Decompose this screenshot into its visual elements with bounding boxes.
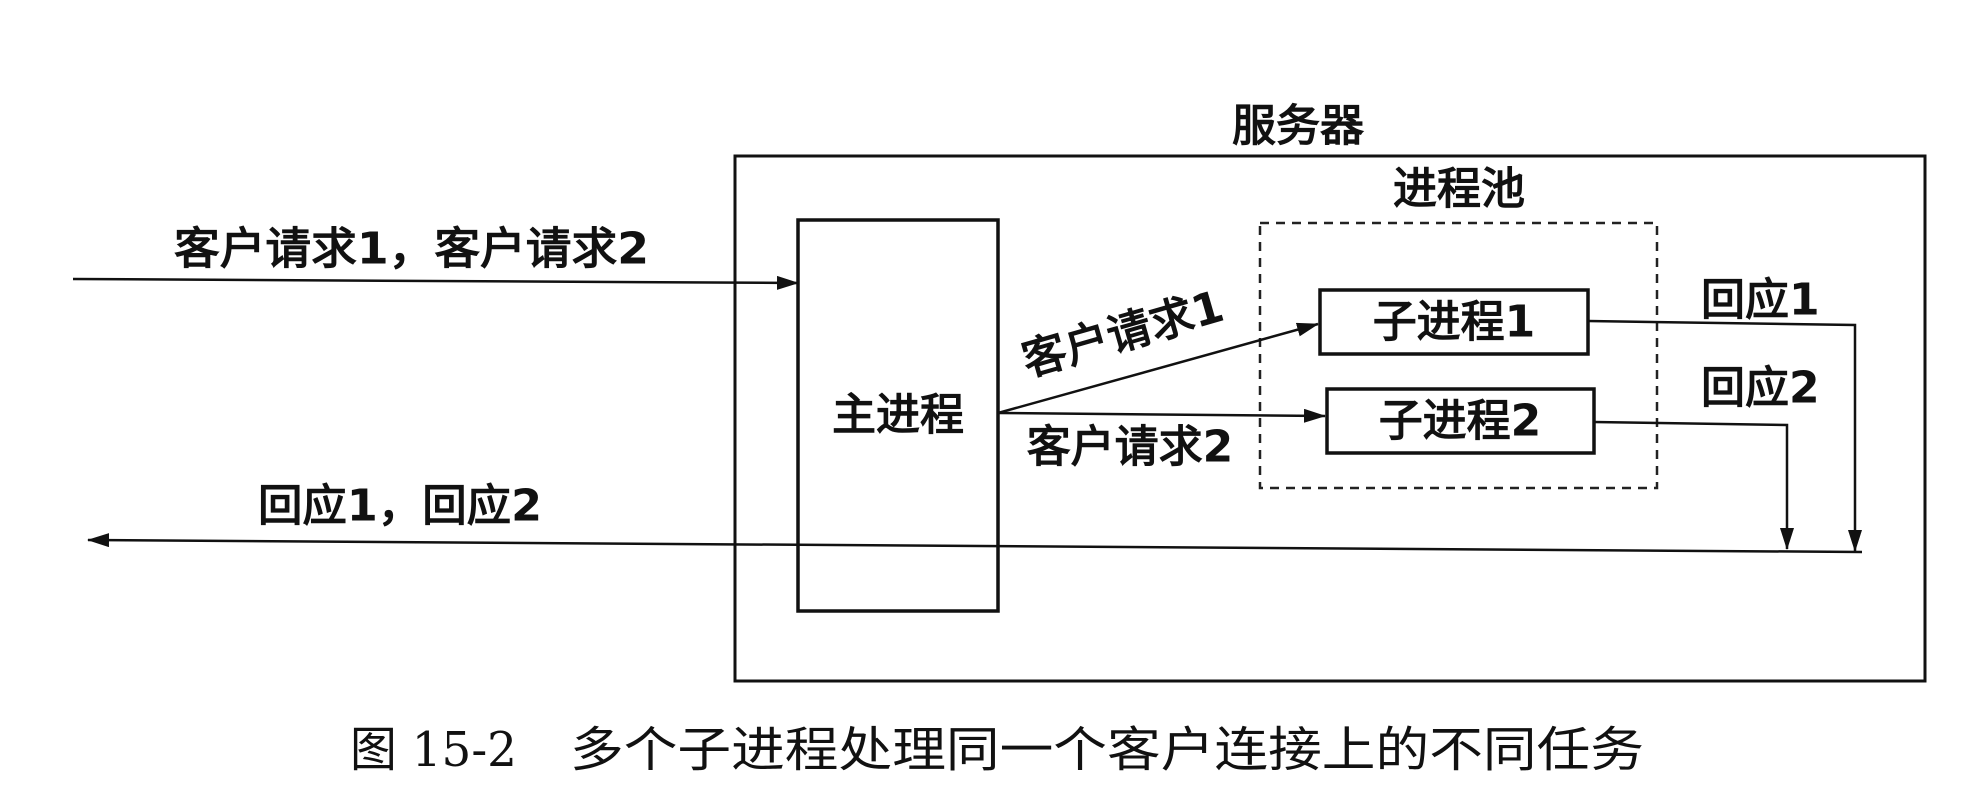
child-process-2-label: 子进程2 [1379, 396, 1542, 447]
request-2-arrow [997, 408, 1326, 423]
incoming-requests-label: 客户请求1，客户请求2 [174, 224, 649, 275]
outgoing-responses-arrow [87, 533, 1863, 554]
child-process-1-label: 子进程1 [1373, 297, 1536, 348]
response-1-arrow [1587, 319, 1862, 552]
server-label: 服务器 [1232, 101, 1365, 152]
child-process-2-box [1325, 387, 1596, 455]
response-2-arrow [1593, 420, 1794, 550]
request-1-arrow [997, 322, 1319, 415]
process-pool-box [1258, 221, 1659, 490]
response-1-label: 回应1 [1701, 275, 1820, 326]
main-process-label: 主进程 [832, 390, 964, 441]
request-2-label: 客户请求2 [1027, 422, 1234, 473]
figure-caption: 多个子进程处理同一个客户连接上的不同任务 [570, 722, 1644, 778]
outgoing-responses-label: 回应1，回应2 [258, 481, 542, 532]
server-box [733, 154, 1927, 683]
incoming-requests-arrow [72, 275, 799, 290]
main-process-box [796, 218, 1000, 613]
figure-number: 图 15-2 [350, 722, 517, 778]
response-2-label: 回应2 [1701, 363, 1820, 414]
process-pool-label: 进程池 [1393, 164, 1525, 215]
request-1-label: 客户请求1 [1017, 281, 1230, 387]
